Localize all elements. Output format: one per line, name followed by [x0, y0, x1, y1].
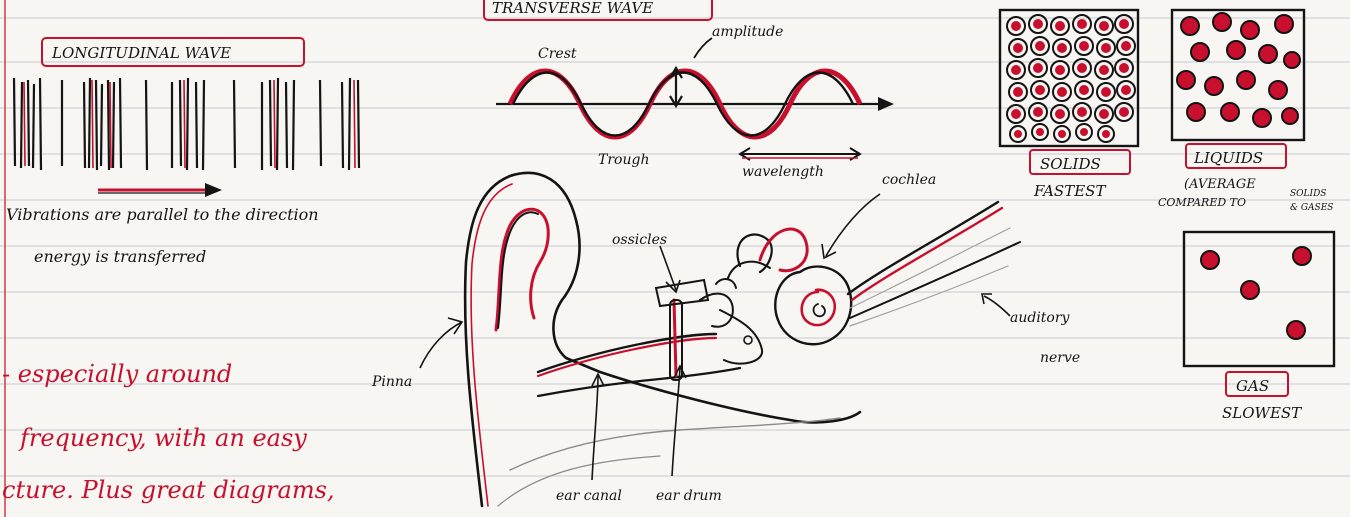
- crest-label: Crest: [538, 46, 577, 62]
- solids-label: SOLIDS: [1040, 155, 1101, 173]
- amplitude-pointer: [694, 38, 712, 58]
- liquids-speed-line4: & GASES: [1290, 203, 1333, 213]
- auditory-nerve-label-line2: nerve: [1040, 350, 1080, 366]
- ear-diagram: [465, 173, 1020, 506]
- eardrum-label: ear drum: [656, 488, 722, 504]
- auditory-nerve-label-line1: auditory: [1010, 310, 1071, 326]
- note-line2: frequency, with an easy: [18, 424, 307, 452]
- liquids-label: LIQUIDS: [1193, 149, 1263, 167]
- gas-speed: SLOWEST: [1222, 404, 1302, 422]
- longitudinal-caption-line2: energy is transferred: [34, 247, 206, 266]
- gas-particles: [1201, 247, 1311, 339]
- amplitude-label: amplitude: [712, 24, 783, 40]
- liquids-speed-line3: SOLIDS: [1290, 189, 1326, 199]
- longitudinal-red-shading: [24, 80, 355, 168]
- gas-label: GAS: [1236, 377, 1269, 395]
- ossicles-label: ossicles: [612, 232, 667, 248]
- liquid-particles: [1177, 13, 1300, 127]
- amplitude-arrow: [670, 68, 682, 106]
- liquids-speed-line1: (AVERAGE: [1184, 177, 1256, 192]
- pinna-label: Pinna: [371, 374, 412, 390]
- ear-canal-label: ear canal: [556, 488, 622, 504]
- liquids-speed-line2: COMPARED TO: [1158, 196, 1246, 209]
- transverse-title: TRANSVERSE WAVE: [492, 0, 653, 17]
- longitudinal-title: LONGITUDINAL WAVE: [51, 44, 231, 62]
- trough-label: Trough: [598, 152, 649, 168]
- energy-direction-arrow: [98, 183, 222, 197]
- solid-particles-red-fill: [1011, 19, 1131, 138]
- wavelength-label: wavelength: [742, 164, 824, 180]
- solids-speed: FASTEST: [1033, 182, 1106, 200]
- axis-arrowhead: [878, 97, 894, 111]
- longitudinal-caption-line1: Vibrations are parallel to the direction: [6, 205, 319, 224]
- solid-particles: [1007, 15, 1135, 142]
- longitudinal-wave-drawing: [14, 78, 359, 170]
- cochlea-label: cochlea: [882, 172, 936, 188]
- note-line3: cture. Plus great diagrams,: [2, 476, 335, 504]
- note-line1: - especially around: [2, 360, 232, 388]
